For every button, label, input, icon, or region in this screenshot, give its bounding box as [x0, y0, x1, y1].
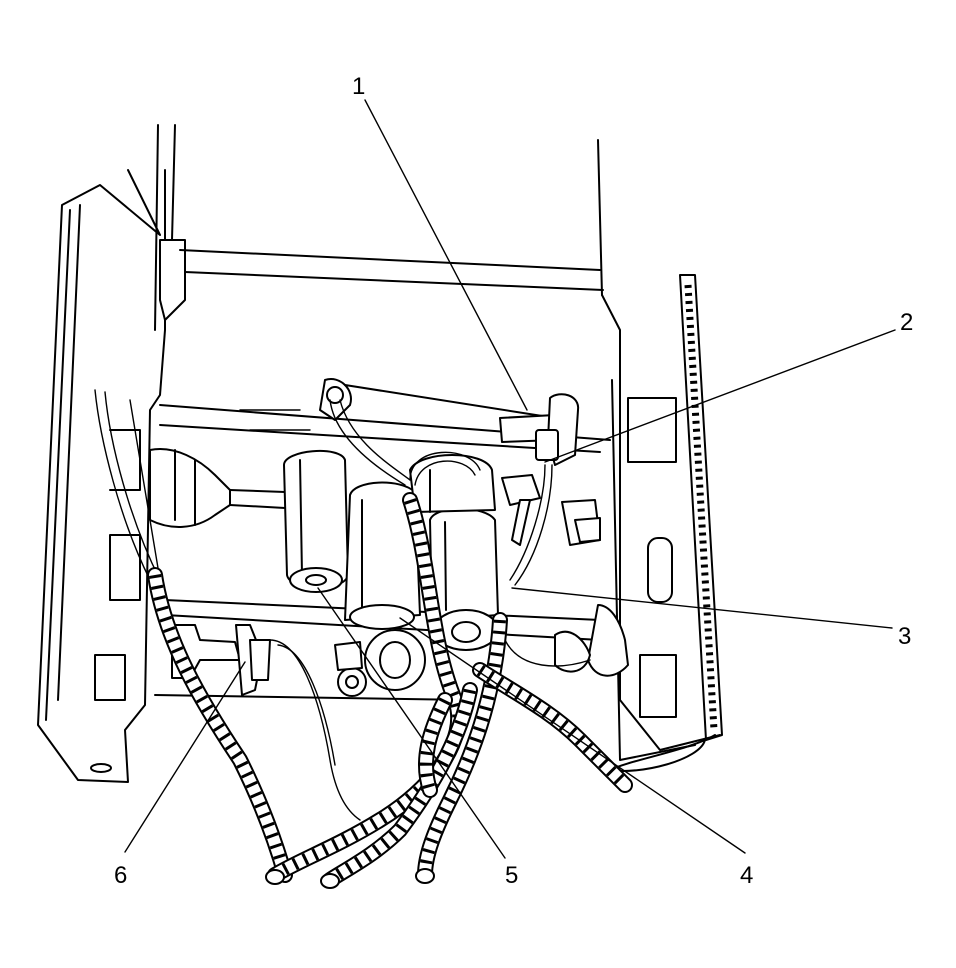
leader-line-1 [364, 99, 528, 411]
cross-tubes [154, 249, 611, 701]
connector-6 [235, 624, 271, 696]
callout-4: 4 [740, 862, 753, 889]
callout-2: 2 [900, 309, 913, 336]
harness-connectors [499, 393, 580, 546]
right-seat-frame [597, 139, 723, 772]
callout-labels: 1 2 3 4 5 6 [114, 73, 913, 889]
leader-line-6 [124, 661, 246, 853]
leader-line-5 [317, 587, 506, 859]
seat-motors [283, 378, 556, 697]
harness-conduit [147, 492, 633, 889]
leader-line-3 [511, 587, 893, 629]
leader-line-4 [399, 617, 746, 854]
thin-wires [94, 389, 591, 821]
leader-line-2 [544, 329, 896, 463]
callout-3: 3 [898, 623, 911, 650]
callout-6: 6 [114, 862, 127, 889]
callout-1: 1 [352, 73, 365, 100]
leader-lines [124, 99, 896, 859]
right-drive-boot [554, 499, 629, 677]
callout-5: 5 [505, 862, 518, 889]
